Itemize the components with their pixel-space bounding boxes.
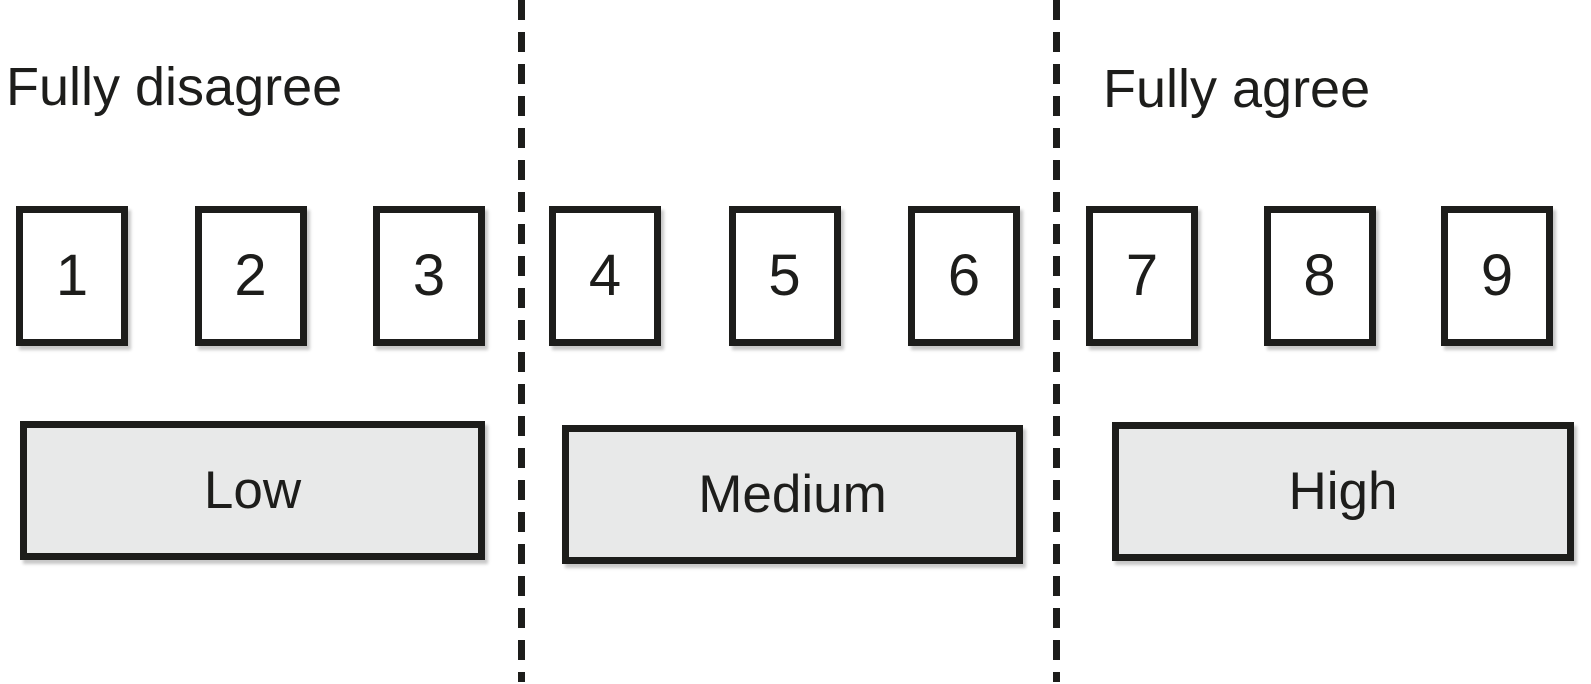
right-anchor-label: Fully agree [1103,59,1371,119]
band-medium: Medium [562,425,1023,564]
scale-point-value: 3 [412,243,446,308]
scale-point-box-6: 6 [908,206,1020,346]
band-medium-label: Medium [698,465,887,524]
point-group-medium: 4 5 6 [549,206,1020,346]
scale-point-value: 5 [768,243,801,308]
scale-point-box-4: 4 [549,206,661,346]
band-low: Low [20,421,485,560]
point-group-high: 7 8 9 [1086,206,1553,346]
scale-point-box-7: 7 [1086,206,1198,346]
scale-point-value: 6 [947,243,981,308]
group-divider-1 [518,0,525,682]
scale-point-box-3: 3 [373,206,485,346]
scale-point-value: 8 [1303,243,1336,308]
scale-point-value: 1 [55,243,89,308]
scale-point-box-1: 1 [16,206,128,346]
point-group-low: 1 2 3 [16,206,485,346]
left-anchor-label: Fully disagree [6,57,343,117]
scale-point-box-5: 5 [728,206,841,346]
band-high-label: High [1288,462,1398,521]
scale-point-box-2: 2 [194,206,307,346]
scale-point-value: 4 [588,243,622,308]
scale-point-value: 9 [1480,243,1514,308]
scale-point-value: 7 [1125,243,1159,308]
scale-point-box-8: 8 [1263,206,1376,346]
band-high: High [1112,422,1574,561]
scale-point-value: 2 [234,243,267,308]
group-divider-2 [1053,0,1060,682]
band-low-label: Low [203,461,302,520]
scale-point-box-9: 9 [1441,206,1553,346]
